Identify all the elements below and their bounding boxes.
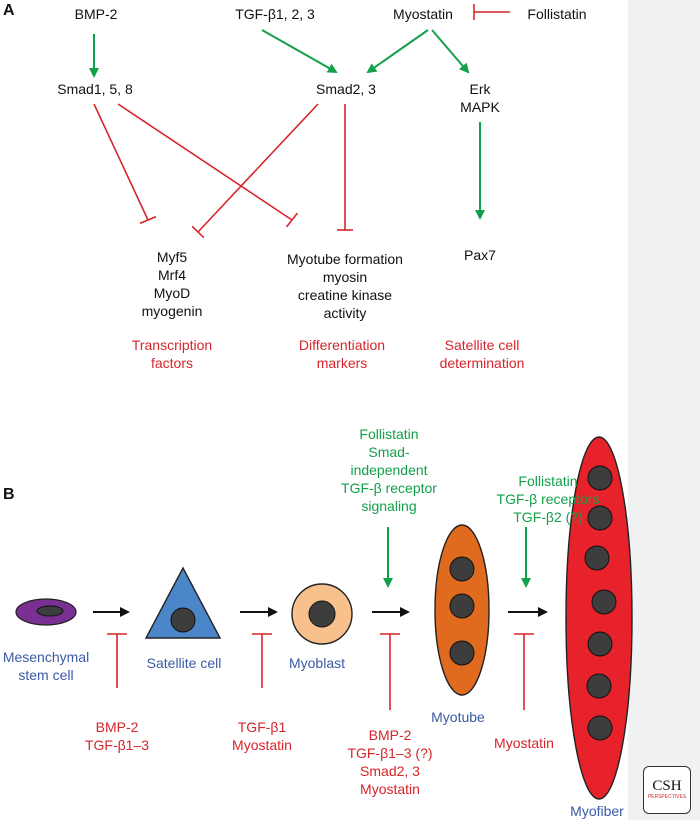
- label-myoblast: Myoblast: [288, 655, 346, 671]
- diff-ck: creatine kinase: [297, 287, 393, 303]
- label-msc-1: Mesenchymal: [2, 649, 90, 665]
- inhibit-bar-smad158-tf: [139, 215, 157, 225]
- myofiber-nucleus-6: [586, 673, 612, 699]
- promoter-1-line-4: TGF-β receptor: [341, 480, 437, 496]
- category-tf-1: Transcription: [131, 337, 213, 353]
- inhibitor-3-line-3: Smad2, 3: [360, 763, 420, 779]
- myofiber-nucleus-5: [587, 631, 613, 657]
- tf-myod: MyoD: [153, 285, 191, 301]
- promoter-1-line-1: Follistatin: [359, 426, 419, 442]
- category-sat-1: Satellite cell: [444, 337, 520, 353]
- diff-myosin: myosin: [322, 269, 368, 285]
- category-tf-2: factors: [150, 355, 194, 371]
- promoter-1-line-2: Smad-: [368, 444, 410, 460]
- promoter-2-line-3: TGF-β2 (?): [513, 509, 583, 525]
- arrow-myostatin-erk: [431, 29, 470, 74]
- tf-myf5: Myf5: [156, 249, 188, 265]
- msc-nucleus: [36, 605, 64, 617]
- myofiber-nucleus-1: [587, 465, 613, 491]
- panel-b-label: B: [3, 486, 15, 503]
- node-pax7: Pax7: [464, 247, 496, 263]
- node-follistatin: Follistatin: [527, 6, 587, 22]
- node-smad158: Smad1, 5, 8: [57, 81, 133, 97]
- label-msc-2: stem cell: [18, 667, 74, 683]
- node-erk: Erk: [469, 81, 491, 97]
- myotube-nucleus-2: [449, 593, 475, 619]
- node-tgfb: TGF-β1, 2, 3: [235, 6, 315, 22]
- panel-a-label: A: [3, 2, 15, 19]
- inhibit-bar-smad158-diff: [285, 212, 299, 228]
- inhibit-smad158-tf: [93, 103, 149, 221]
- myofiber-nucleus-7: [587, 715, 613, 741]
- satellite-nucleus: [170, 607, 196, 633]
- inhibitor-1-line-1: BMP-2: [95, 719, 139, 735]
- inhibit-smad158-diff: [117, 103, 293, 221]
- inhibitor-4-line-1: Myostatin: [494, 735, 554, 751]
- myotube-nucleus-1: [449, 556, 475, 582]
- node-bmp2: BMP-2: [74, 6, 118, 22]
- promoter-1-line-3: independent: [350, 462, 428, 478]
- logo-subtext: PERSPECTIVES: [647, 794, 687, 800]
- myoblast-nucleus: [308, 600, 336, 628]
- myofiber-nucleus-2: [587, 505, 613, 531]
- logo-text: CSH: [652, 778, 682, 794]
- promoter-2-line-2: TGF-β receptors: [496, 491, 600, 507]
- inhibitor-1-line-2: TGF-β1–3: [84, 737, 150, 753]
- myotube-nucleus-3: [449, 640, 475, 666]
- node-mapk: MAPK: [460, 99, 500, 115]
- diff-myotube: Myotube formation: [287, 251, 403, 267]
- node-myostatin: Myostatin: [393, 6, 453, 22]
- node-smad23: Smad2, 3: [316, 81, 376, 97]
- label-satellite: Satellite cell: [146, 655, 222, 671]
- arrow-tgfb-smad23: [261, 29, 338, 73]
- csh-perspectives-logo: CSH PERSPECTIVES: [643, 766, 691, 814]
- diff-activity: activity: [323, 305, 367, 321]
- satellite-cell: [144, 566, 222, 639]
- myofiber-nucleus-4: [591, 589, 617, 615]
- background-strip: [628, 0, 700, 820]
- inhibitor-3-line-2: TGF-β1–3 (?): [347, 745, 433, 761]
- arrow-myostatin-smad23: [366, 29, 429, 74]
- category-sat-2: determination: [439, 355, 525, 371]
- inhibit-bar-smad23-tf: [191, 225, 205, 239]
- promoter-2-line-1: Follistatin: [518, 473, 578, 489]
- category-diff-2: markers: [316, 355, 368, 371]
- inhibitor-2-line-2: Myostatin: [232, 737, 292, 753]
- myofiber-nucleus-3: [584, 545, 610, 571]
- label-myofiber: Myofiber: [570, 803, 624, 819]
- inhibitor-3-line-1: BMP-2: [368, 727, 412, 743]
- myofiber-cell: [565, 436, 633, 800]
- category-diff-1: Differentiation: [298, 337, 386, 353]
- inhibitor-2-line-1: TGF-β1: [237, 719, 287, 735]
- tf-myogenin: myogenin: [141, 303, 203, 319]
- label-myotube: Myotube: [431, 709, 485, 725]
- promoter-1-line-5: signaling: [361, 498, 417, 514]
- inhibit-smad23-tf: [197, 103, 319, 233]
- inhibitor-3-line-4: Myostatin: [360, 781, 420, 797]
- tf-mrf4: Mrf4: [158, 267, 186, 283]
